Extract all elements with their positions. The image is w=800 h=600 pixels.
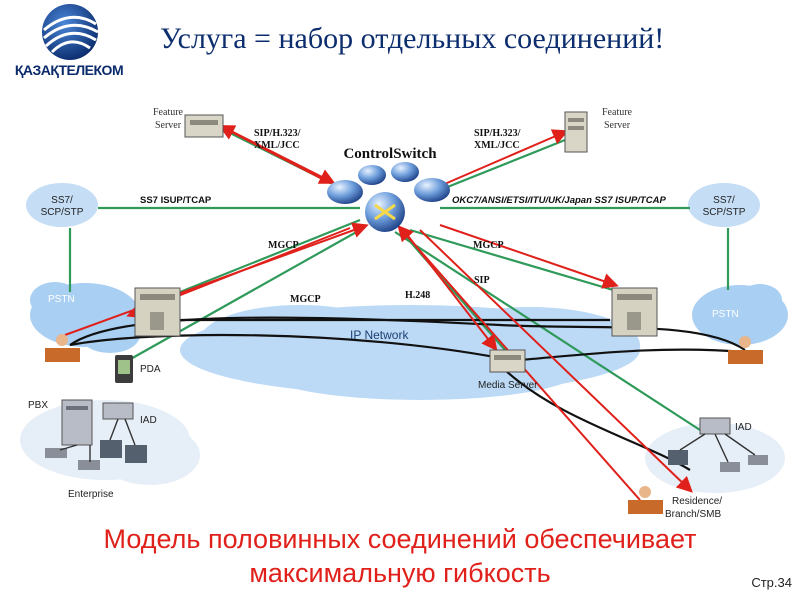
pstn-left-label: PSTN — [48, 294, 75, 305]
ss7-left-label-2: SCP/STP — [41, 207, 84, 218]
residence-label-1: Residence/ — [672, 496, 722, 507]
protocol-right-label-1: SIP/H.323/ — [474, 128, 521, 139]
iad-left-icon — [102, 402, 134, 420]
h248-label: H.248 — [405, 290, 430, 301]
enterprise-label: Enterprise — [68, 489, 114, 500]
pstn-right-label: PSTN — [712, 309, 739, 320]
media-gateway-right-icon — [611, 287, 658, 337]
sip-label: SIP — [474, 275, 490, 286]
protocol-left-label-2: XML/JCC — [254, 140, 300, 151]
enterprise-phones-icon — [45, 440, 147, 470]
mgcp-upper-left-label: MGCP — [268, 240, 299, 251]
feature-server-left-label-1: Feature — [153, 107, 184, 118]
feature-server-right-icon — [564, 111, 588, 153]
protocol-left-label-1: SIP/H.323/ — [254, 128, 301, 139]
iad-right-label: IAD — [735, 422, 752, 433]
media-server-label: Media Server — [478, 380, 538, 391]
residence-label-2: Branch/SMB — [665, 509, 721, 520]
subtitle-line-2: максимальную гибкость — [249, 558, 551, 588]
media-server-icon — [489, 349, 526, 373]
ss7-right-label-2: SCP/STP — [703, 207, 746, 218]
residence-phones-icon — [668, 450, 768, 472]
ss7-link-right-label: OKC7/ANSI/ETSI/ITU/UK/Japan SS7 ISUP/TCA… — [452, 195, 666, 206]
slide-subtitle: Модель половинных соединений обеспечивае… — [40, 522, 760, 590]
page-number: Стр.34 — [751, 575, 792, 590]
iad-right-icon — [699, 417, 731, 435]
control-switch-icon — [327, 162, 450, 232]
ss7-right-label-1: SS7/ — [713, 195, 735, 206]
ss7-right-cloud — [688, 183, 760, 227]
feature-server-right-label-2: Server — [604, 120, 631, 131]
mgcp-lower-left-label: MGCP — [290, 294, 321, 305]
user-phone-right-icon — [728, 336, 763, 364]
feature-server-right-label-1: Feature — [602, 107, 633, 118]
pstn-right-cloud — [692, 284, 788, 345]
kazakhtelecom-logo-icon — [42, 4, 99, 60]
user-phone-residence-icon — [628, 486, 663, 514]
feature-server-left-icon — [184, 114, 224, 138]
user-phone-left-icon — [45, 334, 80, 362]
pda-icon — [115, 355, 133, 383]
ss7-link-left-label: SS7 ISUP/TCAP — [140, 195, 212, 206]
feature-server-left-label-2: Server — [155, 120, 182, 131]
pbx-label: PBX — [28, 400, 48, 411]
iad-left-label: IAD — [140, 415, 157, 426]
residence-cloud — [645, 423, 785, 493]
control-switch-label: ControlSwitch — [343, 146, 437, 162]
pbx-icon — [61, 399, 93, 446]
media-gateway-left-icon — [134, 287, 181, 337]
protocol-right-label-2: XML/JCC — [474, 140, 520, 151]
pda-label: PDA — [140, 364, 161, 375]
ss7-left-label-1: SS7/ — [51, 195, 73, 206]
subtitle-line-1: Модель половинных соединений обеспечивае… — [103, 524, 697, 554]
slide-title: Услуга = набор отдельных соединений! — [160, 22, 665, 55]
logo-text: ҚАЗАҚТЕЛЕКОМ — [14, 62, 124, 78]
ip-network-label: IP Network — [350, 328, 409, 342]
mgcp-right-label: MGCP — [473, 240, 504, 251]
ss7-left-cloud — [26, 183, 98, 227]
pstn-left-cloud — [30, 282, 140, 353]
